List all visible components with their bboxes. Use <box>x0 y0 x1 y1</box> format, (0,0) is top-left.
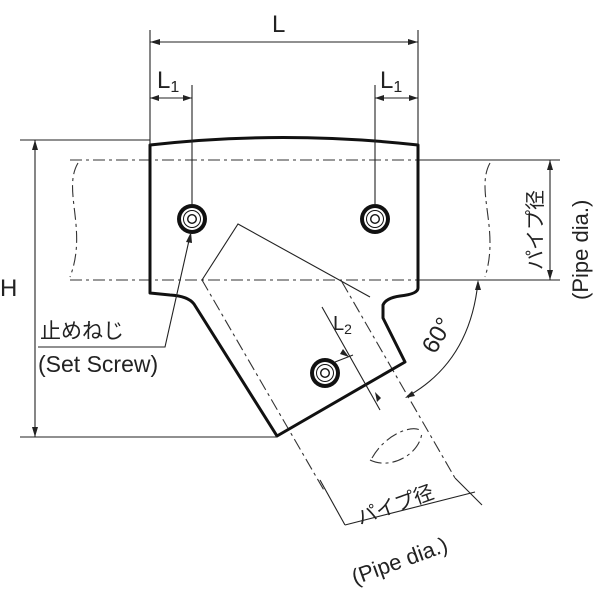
pipe-dia-right-en: (Pipe dia.) <box>568 200 593 300</box>
dim-L1-right: L1 <box>380 67 402 96</box>
pipe-dia-bottom-jp: パイプ径 <box>354 481 437 530</box>
dim-L: L <box>272 11 285 38</box>
set-screw-label-jp: 止めねじ <box>40 320 124 343</box>
branch-pipe <box>201 279 456 493</box>
dimensions <box>20 30 560 526</box>
angle-label: 60° <box>417 313 459 358</box>
dim-L1-left: L1 <box>157 67 179 96</box>
pipe-dia-bottom-en: (Pipe dia.) <box>348 532 451 590</box>
set-screw-icon <box>177 204 390 388</box>
dim-L2: L2 <box>333 313 352 337</box>
horizontal-pipe <box>69 159 505 281</box>
pipe-dia-right-jp: パイプ径 <box>524 190 547 270</box>
dim-H: H <box>0 275 17 302</box>
set-screw-label-en: (Set Screw) <box>38 351 158 377</box>
fitting-body <box>148 136 420 438</box>
